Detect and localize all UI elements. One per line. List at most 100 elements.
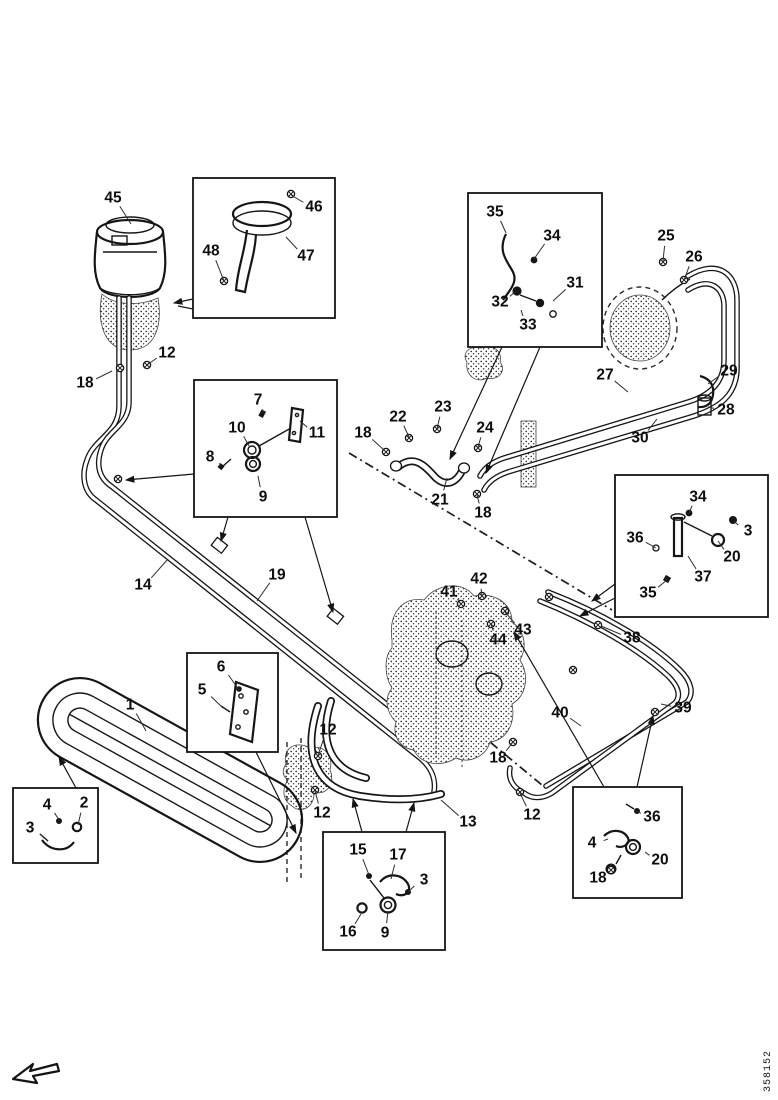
callout-leader bbox=[443, 477, 448, 491]
callout-label-6: 6 bbox=[217, 659, 226, 676]
tube-line-14 bbox=[81, 295, 438, 795]
callout-leader bbox=[299, 420, 308, 428]
callout-leader bbox=[256, 582, 271, 602]
callout-label-31: 31 bbox=[566, 275, 584, 292]
callout-label-18: 18 bbox=[354, 425, 372, 442]
callout-label-37: 37 bbox=[694, 569, 711, 586]
callout-leader bbox=[662, 245, 666, 262]
inset-box bbox=[467, 192, 603, 348]
callout-leader bbox=[569, 717, 582, 727]
fitting-cross bbox=[474, 491, 480, 497]
callout-label-46: 46 bbox=[305, 199, 323, 216]
callout-leader bbox=[210, 696, 224, 709]
callout-leader bbox=[362, 858, 370, 876]
callout-leader bbox=[505, 741, 514, 752]
callout-label-5: 5 bbox=[198, 682, 207, 699]
fitting-cross bbox=[570, 667, 576, 673]
callout-leader bbox=[95, 370, 113, 380]
callout-label-22: 22 bbox=[389, 409, 406, 426]
callout-leader bbox=[733, 520, 739, 526]
callout-label-13: 13 bbox=[459, 814, 477, 831]
callout-leader bbox=[500, 220, 507, 234]
callout-leader bbox=[519, 792, 527, 807]
callout-label-29: 29 bbox=[720, 363, 738, 380]
callout-label-3: 3 bbox=[744, 523, 753, 540]
callout-label-25: 25 bbox=[657, 228, 675, 245]
callout-leader bbox=[657, 579, 668, 588]
inset-box bbox=[193, 379, 338, 518]
callout-label-4: 4 bbox=[43, 797, 52, 814]
clamp-hardware-detail bbox=[356, 873, 411, 914]
callout-leader bbox=[688, 505, 693, 514]
bracket-detail bbox=[501, 233, 557, 318]
inset-box bbox=[12, 787, 99, 864]
callout-leader bbox=[215, 259, 225, 282]
callout-label-26: 26 bbox=[685, 249, 703, 266]
callout-leader bbox=[717, 540, 725, 550]
callout-label-7: 7 bbox=[254, 392, 263, 409]
fitting-cross bbox=[595, 622, 601, 628]
callout-leader bbox=[600, 625, 622, 635]
hydraulic-pump bbox=[602, 278, 691, 370]
callout-leader bbox=[644, 851, 650, 856]
callout-leader bbox=[509, 290, 517, 297]
callout-leader bbox=[533, 243, 546, 260]
callout-label-34: 34 bbox=[543, 228, 561, 245]
callout-leader bbox=[436, 416, 441, 430]
callout-label-10: 10 bbox=[228, 420, 245, 437]
callout-leader bbox=[403, 425, 410, 438]
callout-leader bbox=[407, 885, 415, 893]
callout-label-15: 15 bbox=[349, 842, 367, 859]
callout-label-41: 41 bbox=[440, 584, 458, 601]
callout-label-19: 19 bbox=[268, 567, 286, 584]
callout-leader bbox=[552, 288, 567, 302]
callout-leader bbox=[227, 674, 240, 691]
callout-leader bbox=[647, 418, 658, 431]
callout-leader bbox=[285, 236, 298, 250]
callout-leader bbox=[636, 810, 642, 814]
callout-label-36: 36 bbox=[626, 530, 644, 547]
callout-label-40: 40 bbox=[551, 705, 568, 722]
fitting-cross bbox=[546, 594, 552, 600]
callout-label-23: 23 bbox=[434, 399, 452, 416]
callout-leader bbox=[476, 494, 480, 504]
callout-leader bbox=[477, 437, 482, 448]
callout-label-12: 12 bbox=[319, 722, 336, 739]
callout-label-18: 18 bbox=[489, 750, 507, 767]
callout-label-28: 28 bbox=[717, 402, 735, 419]
fitting-cross bbox=[406, 435, 412, 441]
callout-label-14: 14 bbox=[134, 577, 152, 594]
callout-label-27: 27 bbox=[596, 367, 613, 384]
callout-leader bbox=[645, 541, 657, 549]
callout-label-30: 30 bbox=[631, 430, 648, 447]
callout-leader bbox=[614, 380, 629, 393]
fitting-cross bbox=[115, 476, 121, 482]
callout-label-32: 32 bbox=[491, 294, 508, 311]
fitting-cross bbox=[517, 789, 523, 795]
callout-label-33: 33 bbox=[519, 317, 537, 334]
callout-label-3: 3 bbox=[420, 872, 429, 889]
fitting-detail bbox=[217, 406, 305, 473]
callout-label-44: 44 bbox=[489, 632, 507, 649]
callout-leader bbox=[440, 799, 460, 817]
callout-label-35: 35 bbox=[639, 585, 657, 602]
callout-label-39: 39 bbox=[674, 700, 692, 717]
tube-clamp bbox=[210, 536, 229, 555]
callout-label-35: 35 bbox=[486, 204, 504, 221]
callout-label-21: 21 bbox=[431, 492, 449, 509]
hose-21 bbox=[389, 457, 471, 487]
callout-leader bbox=[683, 265, 690, 281]
callout-leader bbox=[480, 588, 483, 597]
callout-label-12: 12 bbox=[313, 805, 330, 822]
callout-label-48: 48 bbox=[202, 243, 220, 260]
callout-label-18: 18 bbox=[589, 870, 607, 887]
callout-label-20: 20 bbox=[651, 852, 668, 869]
valve-body bbox=[385, 585, 526, 768]
line-hardware-detail bbox=[603, 803, 642, 875]
fitting-cross bbox=[660, 259, 666, 265]
callout-label-24: 24 bbox=[476, 420, 494, 437]
callout-label-12: 12 bbox=[158, 345, 175, 362]
callout-label-12: 12 bbox=[523, 807, 540, 824]
bracket-shading bbox=[464, 346, 503, 381]
